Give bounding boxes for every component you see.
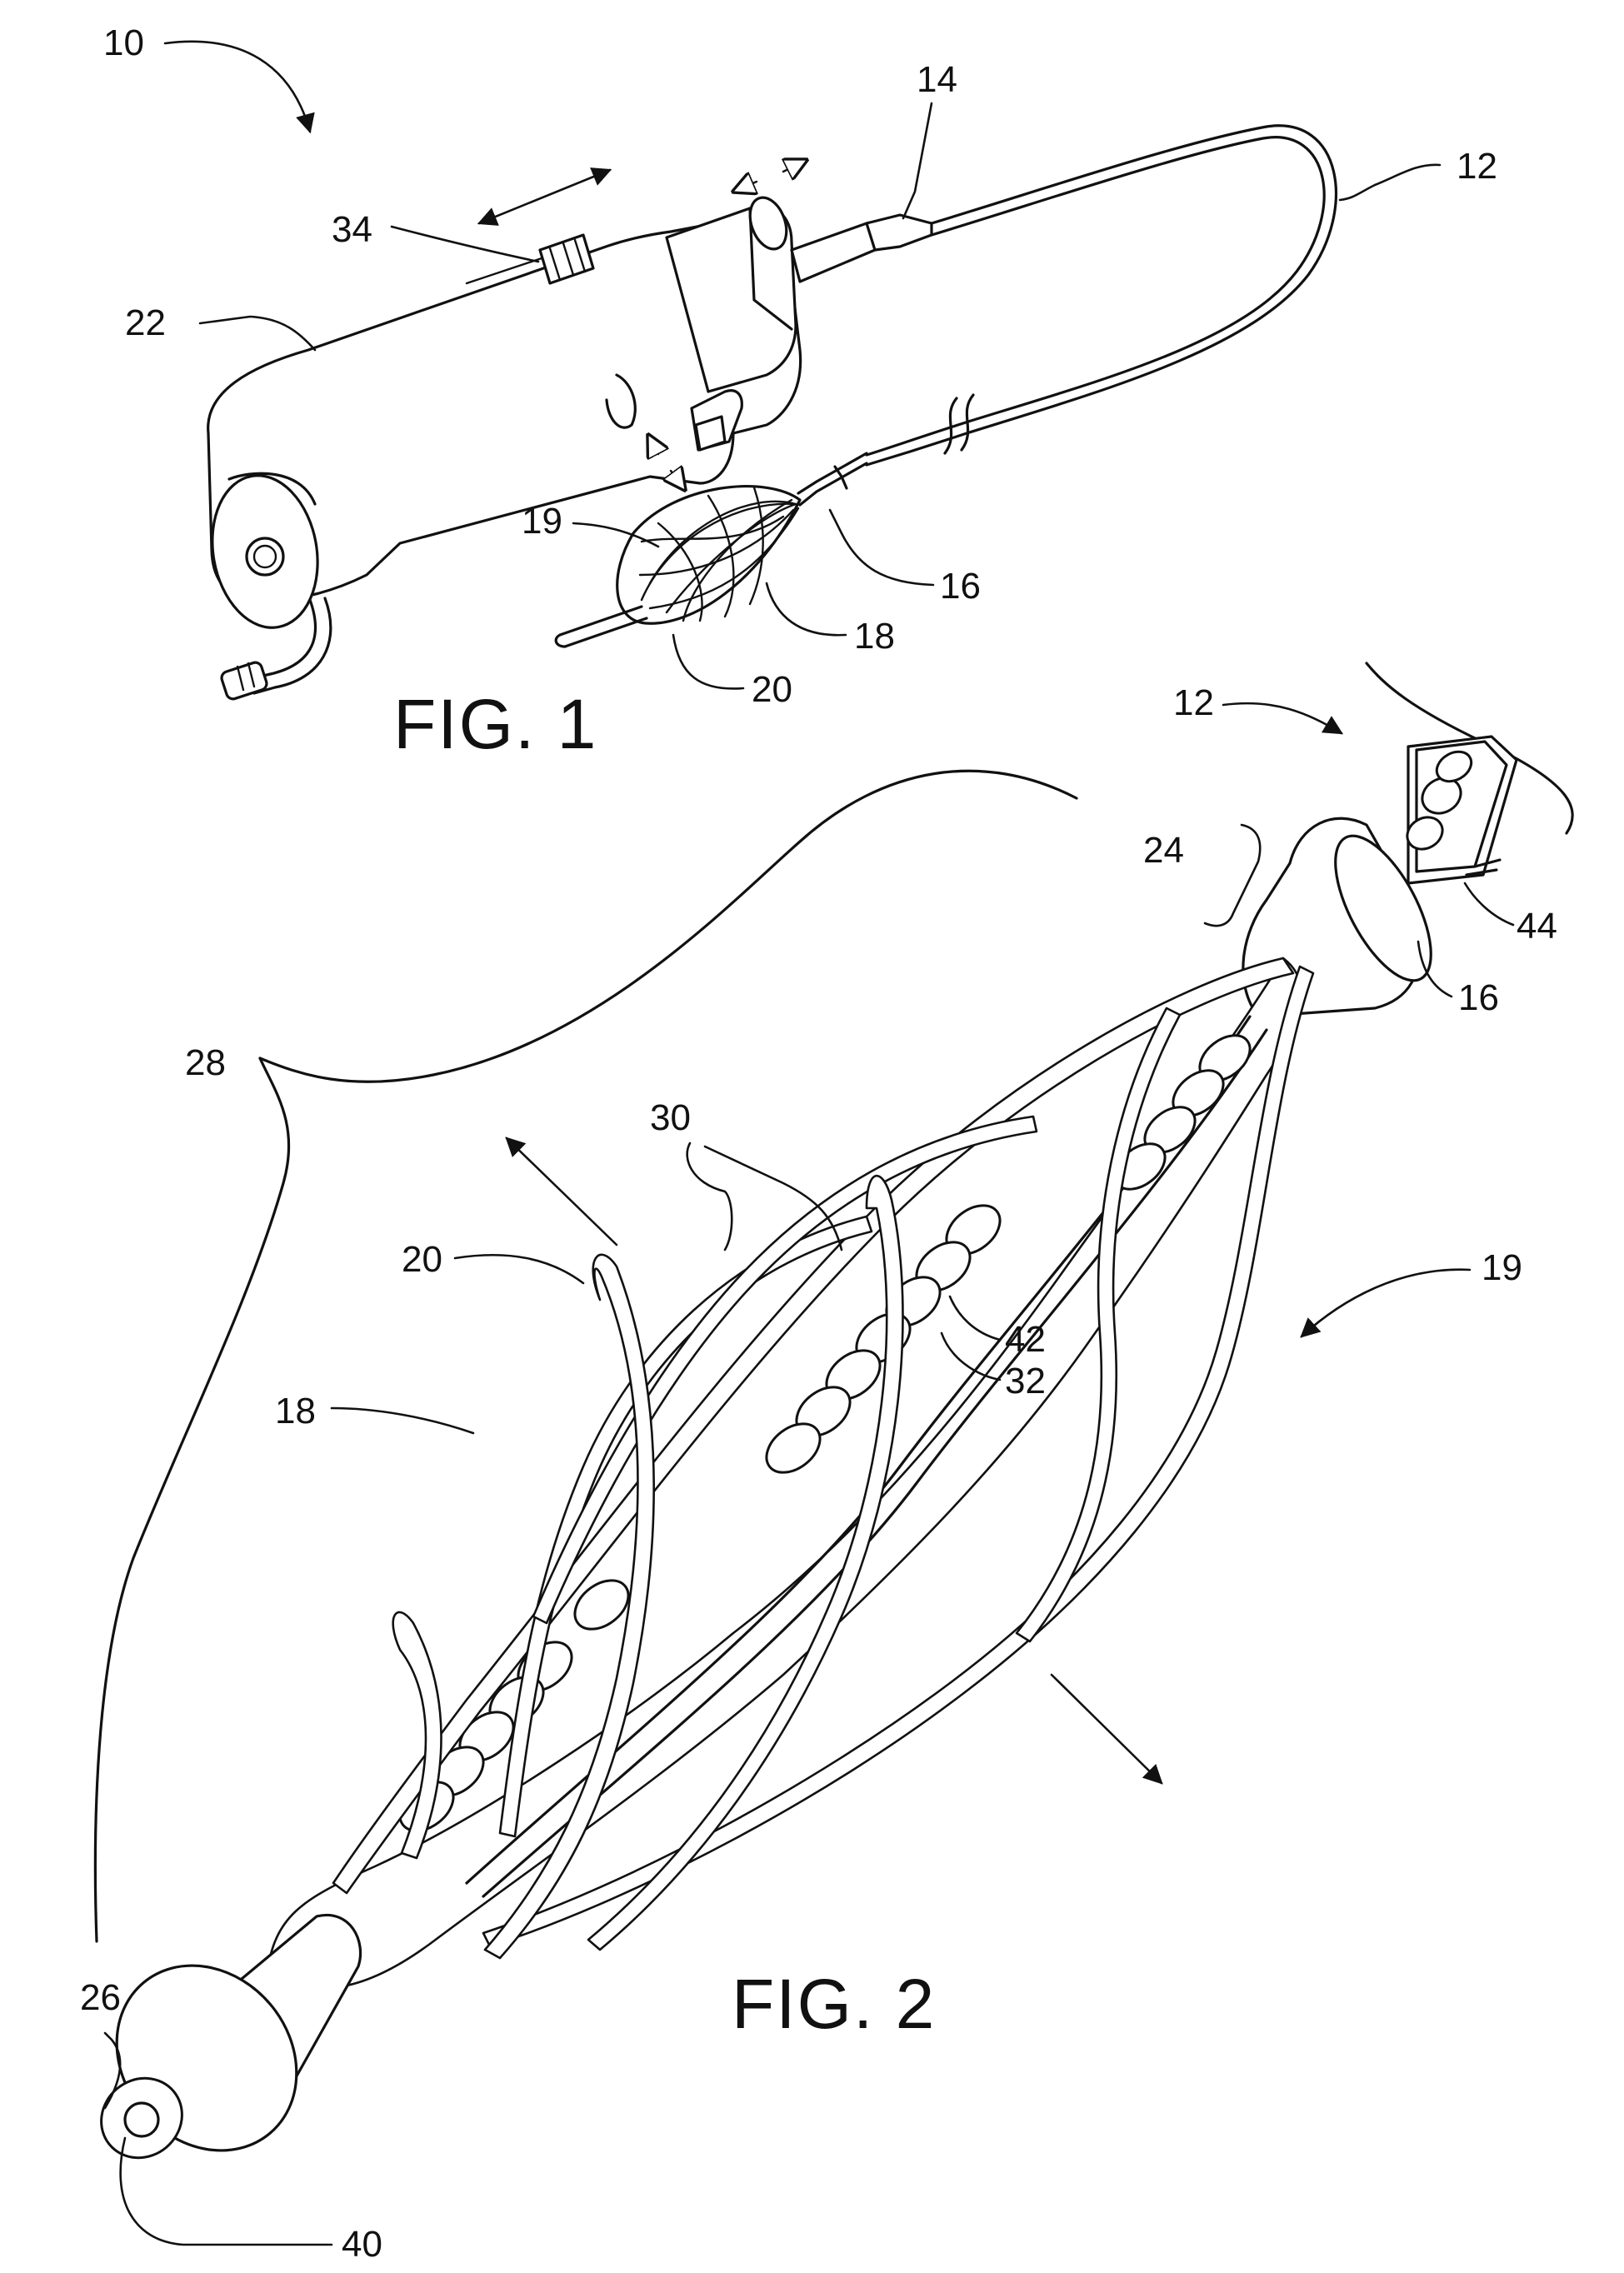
fig-1-label: FIG. 1 [393, 685, 597, 763]
ref-19-leader-fig2 [1302, 1270, 1470, 1336]
boundary-upper-left [260, 771, 1077, 1082]
figure-2: 12 24 44 16 28 30 20 42 32 19 18 26 40 F… [80, 663, 1573, 2265]
inner-member-joint [835, 467, 847, 488]
ref-20-fig2: 20 [402, 1239, 442, 1280]
ref-18-leader-fig2 [332, 1408, 473, 1433]
cable-connector [220, 661, 268, 701]
basket-distal-cap [556, 635, 565, 647]
struts-18 [333, 958, 1313, 1946]
ref-28: 28 [185, 1042, 226, 1083]
slide-arrow [479, 170, 610, 223]
ref-24: 24 [1143, 830, 1184, 871]
ref-19-fig1: 19 [522, 501, 562, 542]
ref-44: 44 [1517, 906, 1557, 947]
proximal-taper [867, 215, 932, 250]
ref-14: 14 [917, 59, 957, 100]
shaft-loop-inner [867, 137, 1324, 455]
boundary-left [95, 1058, 288, 1941]
ref-20-fig1: 20 [752, 669, 792, 710]
ref-16-fig2: 16 [1458, 977, 1499, 1018]
distal-cap-26 [80, 1915, 361, 2186]
inner-member-16-edge [798, 453, 867, 493]
expand-arrow-lower [1052, 1675, 1162, 1783]
ref-12-fig1: 12 [1457, 146, 1497, 187]
ref-20-leader-fig2 [455, 1255, 583, 1283]
ref-24-bracket [1205, 825, 1260, 926]
ref-26: 26 [80, 1977, 121, 2018]
ref-30-bracket [687, 1143, 732, 1250]
basket-distal-tip [560, 607, 647, 647]
inner-member-16 [800, 463, 867, 505]
ref-12-leader-fig1 [1340, 165, 1440, 200]
ref-18-leader-fig1 [767, 583, 846, 635]
ref-14-leader [903, 103, 932, 218]
ref-32: 32 [1005, 1361, 1046, 1401]
tip-lumen-40 [125, 2103, 158, 2136]
rotate-arrow-right [783, 160, 807, 172]
ref-10-arrow [165, 42, 310, 132]
rotate-arrow-left [733, 182, 757, 192]
ref-44-leader [1465, 883, 1513, 925]
ref-42-leader [950, 1296, 1000, 1340]
ref-12-leader-fig2 [1223, 703, 1342, 733]
ref-18-fig2: 18 [275, 1391, 316, 1431]
ref-16-leader-fig1 [830, 510, 933, 585]
ref-18-fig1: 18 [854, 616, 895, 657]
fig-2-label: FIG. 2 [732, 1965, 936, 2043]
ref-22: 22 [125, 302, 166, 343]
figure-1: 10 [103, 22, 1497, 763]
ref-20-leader-fig1 [673, 635, 743, 688]
expand-arrow-upper [507, 1138, 617, 1245]
ref-10-fig1: 10 [103, 22, 144, 63]
ref-22-leader [200, 317, 315, 350]
ref-19-fig2: 19 [1482, 1247, 1522, 1288]
proximal-shaft-12 [1402, 737, 1517, 883]
ref-40: 40 [342, 2224, 382, 2265]
ref-42: 42 [1005, 1319, 1046, 1360]
ref-16-fig1: 16 [940, 566, 981, 607]
ref-34: 34 [332, 209, 372, 250]
ref-12-fig2: 12 [1173, 682, 1214, 723]
ref-19-leader-fig1 [573, 523, 658, 547]
ref-34-leader [392, 227, 538, 262]
ref-30: 30 [650, 1097, 691, 1138]
shaft-loop-outer [867, 126, 1336, 465]
basket-small [617, 487, 800, 624]
